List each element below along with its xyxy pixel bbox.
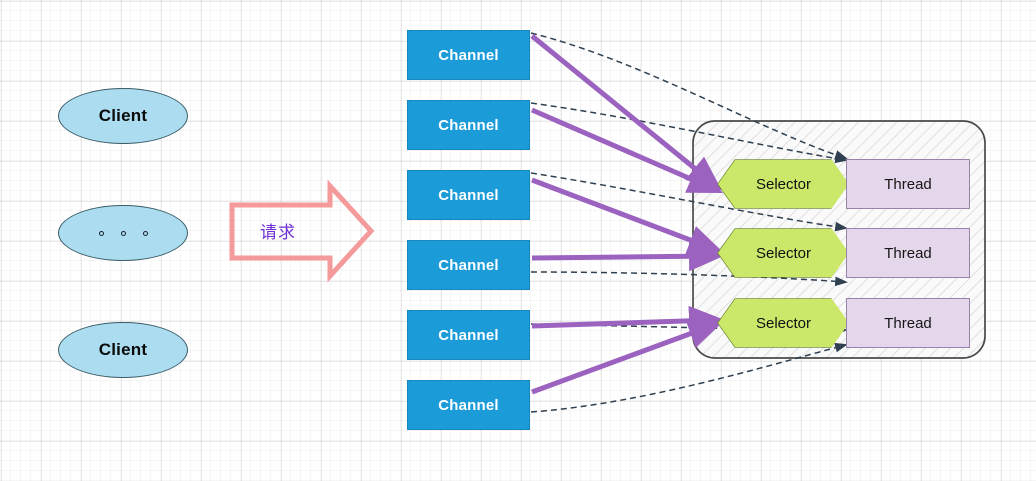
purple-ch2-to-selector1 — [531, 107, 724, 193]
channel-label-3: Channel — [438, 186, 499, 204]
channel-node-1[interactable]: Channel — [407, 30, 530, 80]
client-label-2: Client — [98, 340, 148, 359]
selector-label-3: Selector — [755, 314, 812, 332]
dashed-ch4-to-thread2 — [530, 271, 845, 282]
ellipsis-dot-3 — [142, 230, 148, 236]
client-node-ellipsis[interactable] — [58, 205, 188, 261]
thread-node-2[interactable]: Thread — [846, 228, 970, 278]
channel-label-1: Channel — [438, 46, 499, 64]
dashed-ch2-to-thread1 — [530, 102, 845, 160]
thread-node-3[interactable]: Thread — [846, 298, 970, 348]
channel-label-2: Channel — [438, 116, 499, 134]
dashed-ch3-to-thread2 — [530, 172, 845, 228]
purple-ch6-to-selector3 — [531, 319, 724, 395]
request-arrow-shape — [229, 179, 375, 283]
channel-node-6[interactable]: Channel — [407, 380, 530, 430]
channel-node-4[interactable]: Channel — [407, 240, 530, 290]
channel-label-6: Channel — [438, 396, 499, 414]
purple-connectors — [530, 34, 724, 395]
channel-label-4: Channel — [438, 256, 499, 274]
request-arrow-label: 请求 — [260, 223, 296, 243]
ellipsis-dot-2 — [120, 230, 126, 236]
client-ellipsis-dots — [98, 230, 148, 236]
client-node-1[interactable]: Client — [58, 88, 188, 144]
channel-label-5: Channel — [438, 326, 499, 344]
channel-node-5[interactable]: Channel — [407, 310, 530, 360]
client-node-2[interactable]: Client — [58, 322, 188, 378]
thread-label-2: Thread — [884, 244, 932, 262]
purple-ch5-to-selector3 — [531, 305, 724, 336]
thread-label-1: Thread — [884, 175, 932, 193]
dashed-ch1-to-thread1 — [530, 32, 845, 158]
selector-label-1: Selector — [755, 175, 812, 193]
selector-node-3[interactable]: Selector — [718, 299, 849, 347]
channel-node-2[interactable]: Channel — [407, 100, 530, 150]
purple-ch1-to-selector1 — [530, 34, 722, 191]
selector-node-1[interactable]: Selector — [718, 160, 849, 208]
purple-ch4-to-selector2 — [531, 241, 724, 272]
channel-node-3[interactable]: Channel — [407, 170, 530, 220]
selector-node-2[interactable]: Selector — [718, 229, 849, 277]
dashed-ch6-to-thread3 — [530, 345, 845, 413]
purple-ch3-to-selector2 — [531, 177, 724, 255]
client-label-1: Client — [98, 106, 148, 125]
thread-node-1[interactable]: Thread — [846, 159, 970, 209]
selector-label-2: Selector — [755, 244, 812, 262]
thread-label-3: Thread — [884, 314, 932, 332]
ellipsis-dot-1 — [98, 230, 104, 236]
